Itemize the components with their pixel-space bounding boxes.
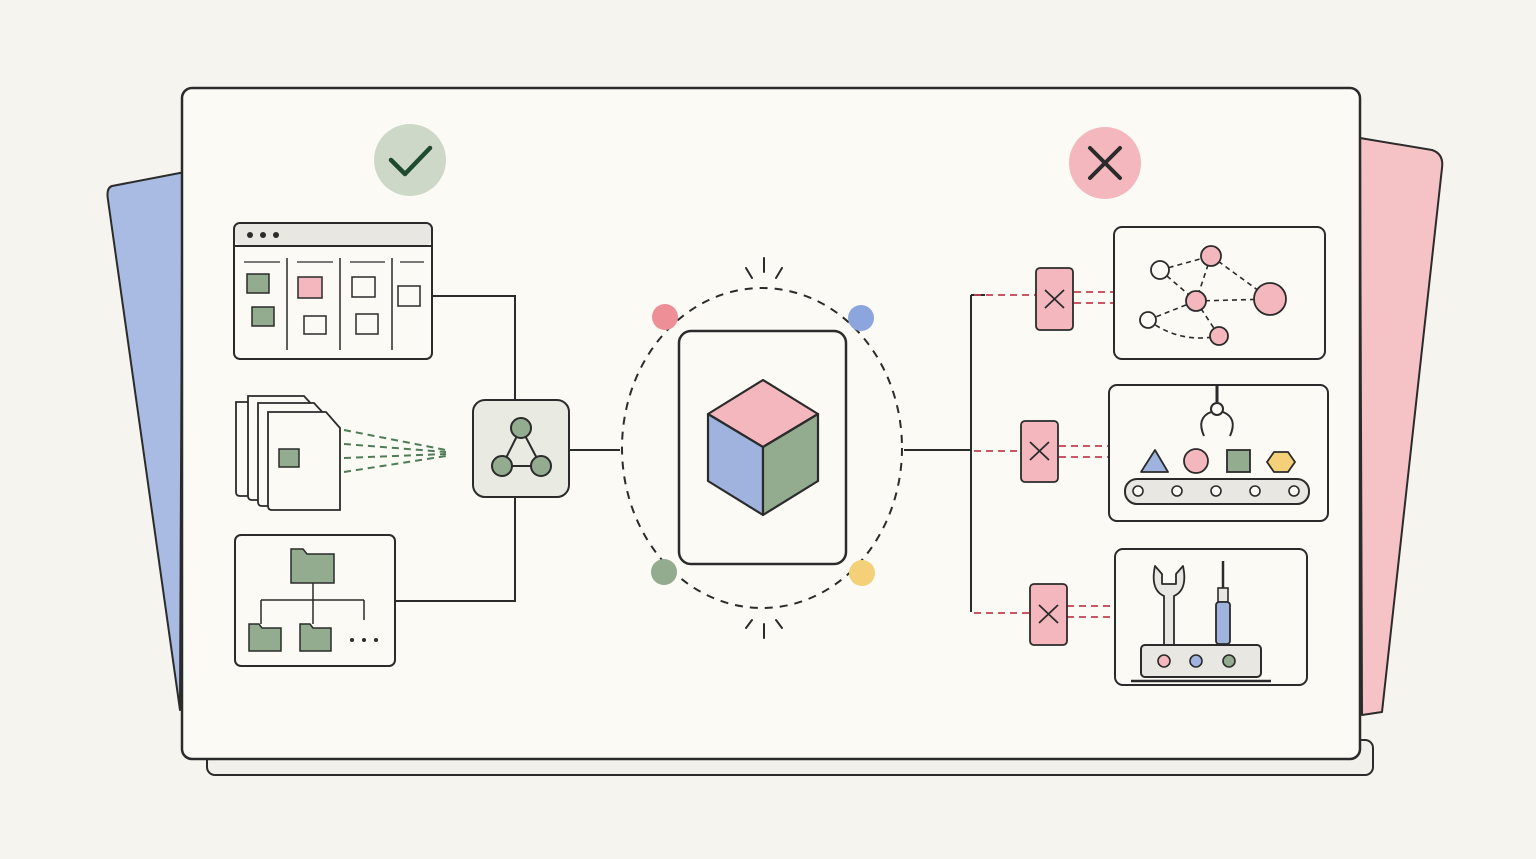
left-connectors xyxy=(396,295,620,602)
block-marker-2 xyxy=(1020,420,1059,483)
kanban-board-icon xyxy=(233,222,433,360)
back-card-blue xyxy=(106,171,186,711)
folder-tree-icon xyxy=(234,534,396,667)
conveyor-robot-arm-icon xyxy=(1108,384,1329,522)
graph-network-icon xyxy=(1113,226,1326,360)
orbit-dot-green xyxy=(651,559,677,585)
documents-icon xyxy=(235,395,447,511)
wrench-screwdriver-icon xyxy=(1114,548,1308,686)
network-hub-icon xyxy=(472,399,570,498)
cross-icon xyxy=(1069,127,1141,199)
cube-icon xyxy=(706,378,820,517)
orbit-dot-pink xyxy=(652,304,678,330)
check-icon xyxy=(374,124,446,196)
orbit-ring xyxy=(621,257,903,639)
back-card-pink xyxy=(1359,137,1444,716)
block-marker-1 xyxy=(1035,267,1074,331)
orbit-dot-yellow xyxy=(849,560,875,586)
block-marker-3 xyxy=(1029,583,1068,646)
orbit-dot-blue xyxy=(848,305,874,331)
